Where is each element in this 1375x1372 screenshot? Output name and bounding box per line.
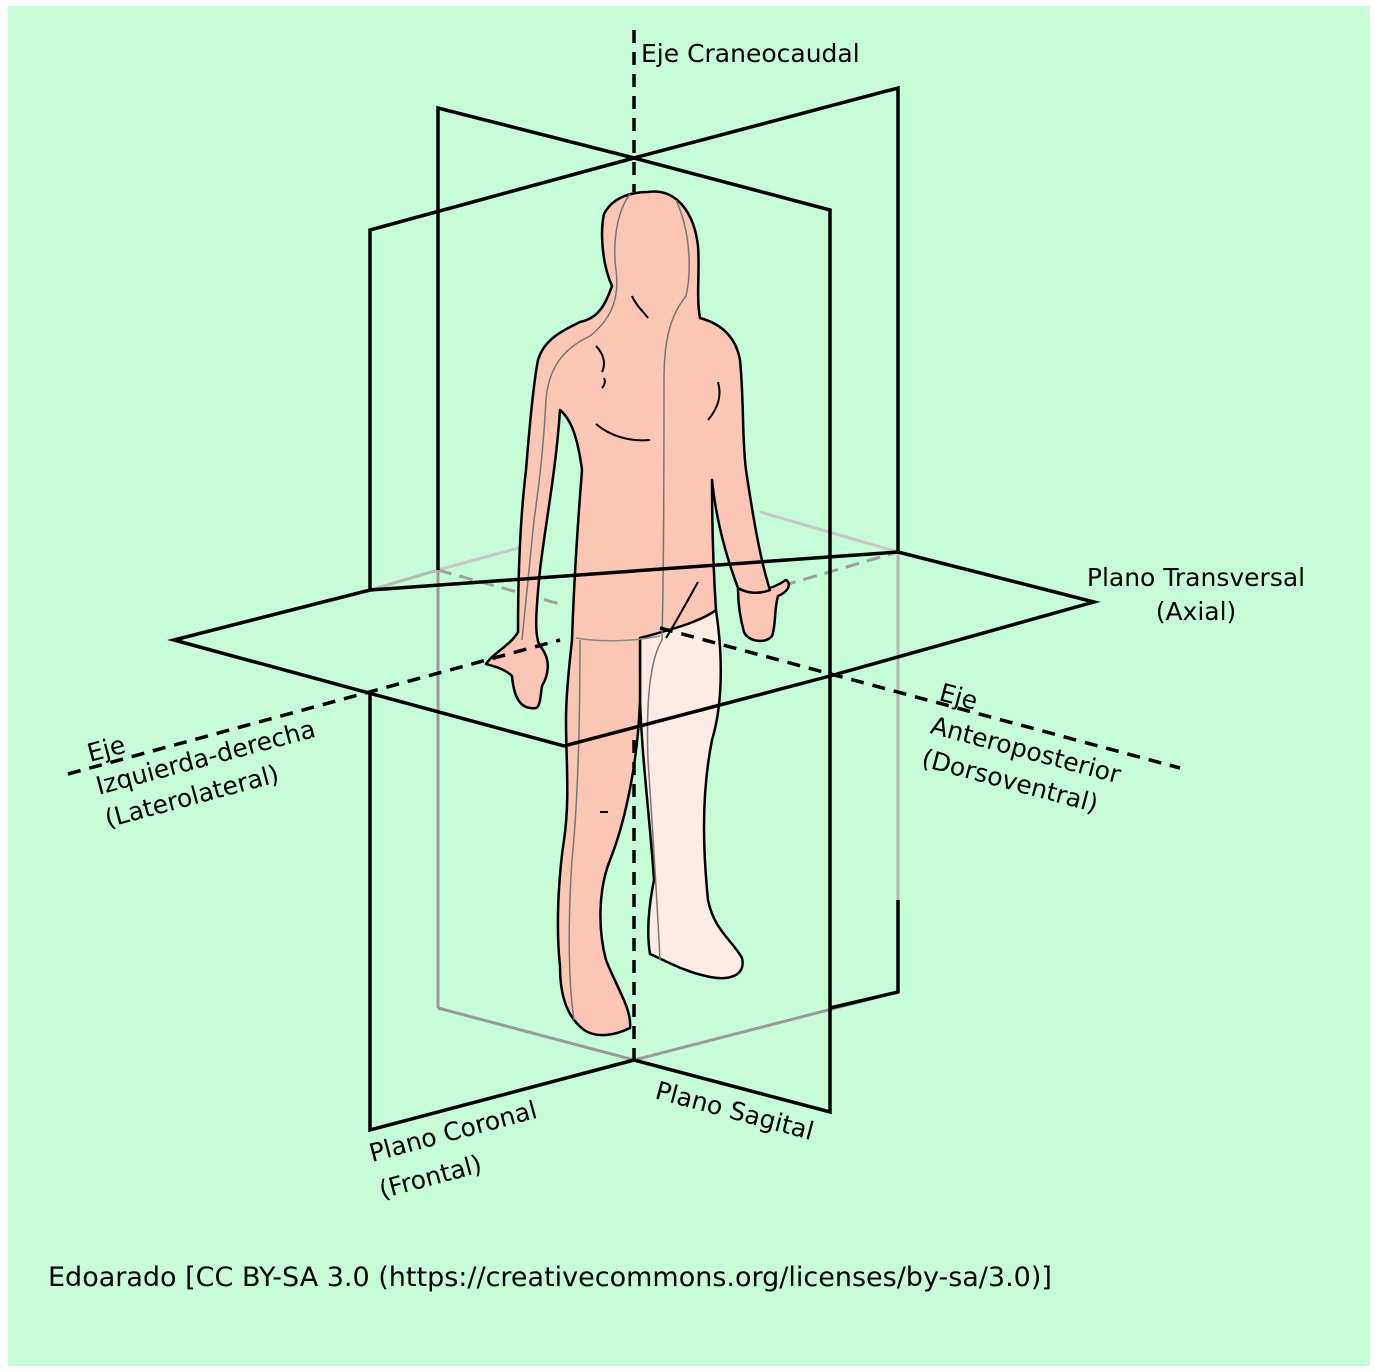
coronal-plane-right-bottom (830, 900, 898, 1008)
right-leg (640, 610, 743, 978)
attribution-credit: Edoarado [CC BY-SA 3.0 (https://creative… (48, 1262, 1052, 1293)
label-coronal-group: Plano Coronal (Frontal) (366, 1095, 550, 1204)
torso (486, 192, 770, 1036)
label-ap-axis-group: Eje Anteroposterior (Dorsoventral) (919, 678, 1133, 822)
label-lr-axis: Eje (84, 730, 128, 768)
label-transverse-plane-alt: (Axial) (1156, 597, 1237, 626)
label-ap-axis: Eje (936, 678, 980, 716)
label-transverse-plane: Plano Transversal (1087, 563, 1305, 592)
label-cranio-axis: Eje Craneocaudal (641, 39, 860, 68)
lr-axis (68, 640, 560, 774)
label-lr-axis-group: Eje Izquierda-derecha (Laterolateral) (84, 681, 327, 833)
human-body-figure (486, 192, 789, 1036)
